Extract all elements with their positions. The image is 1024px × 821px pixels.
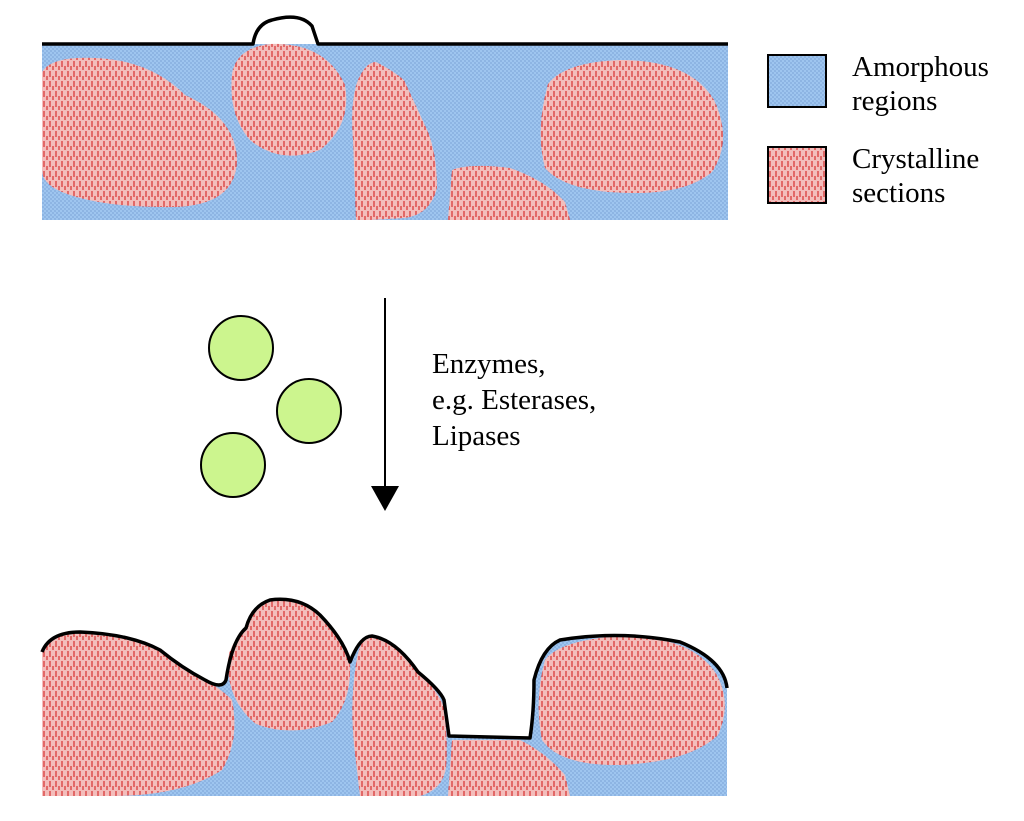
down-arrow-icon	[371, 298, 399, 511]
enzymes	[200, 315, 342, 498]
legend-crystalline-label: Crystalline sections	[852, 142, 979, 210]
legend-crystalline-line1: Crystalline	[852, 143, 980, 175]
surface-line-after	[40, 597, 729, 740]
crystalline-section-7	[227, 599, 351, 731]
polymer-before	[42, 15, 728, 220]
crystalline-section-10	[538, 636, 725, 766]
crystalline-section-2	[231, 43, 347, 156]
enzyme-label-line1: Enzymes,	[432, 348, 546, 380]
crystalline-section-3	[352, 62, 437, 220]
crystalline-section-8	[352, 636, 447, 796]
legend-amorphous-swatch	[767, 54, 827, 108]
legend-amorphous-line2: regions	[852, 85, 938, 117]
legend-amorphous-label: Amorphous regions	[852, 50, 989, 118]
surface-line-before	[42, 15, 728, 46]
crystalline-section-4	[448, 165, 570, 220]
legend-amorphous-line1: Amorphous	[852, 51, 989, 83]
enzyme-label-line3: Lipases	[432, 420, 521, 452]
crystalline-section-9	[448, 740, 570, 796]
crystalline-section-6	[42, 632, 235, 796]
polymer-after	[40, 597, 729, 796]
enzyme-circle-icon	[276, 378, 342, 444]
enzyme-circle-icon	[208, 315, 274, 381]
enzyme-label: Enzymes, e.g. Esterases, Lipases	[432, 346, 596, 454]
enzyme-label-line2: e.g. Esterases,	[432, 384, 597, 416]
legend-crystalline-line2: sections	[852, 177, 946, 209]
legend-crystalline-swatch	[767, 146, 827, 204]
crystalline-section-5	[540, 60, 724, 194]
crystalline-section-1	[42, 57, 237, 208]
enzyme-circle-icon	[200, 432, 266, 498]
